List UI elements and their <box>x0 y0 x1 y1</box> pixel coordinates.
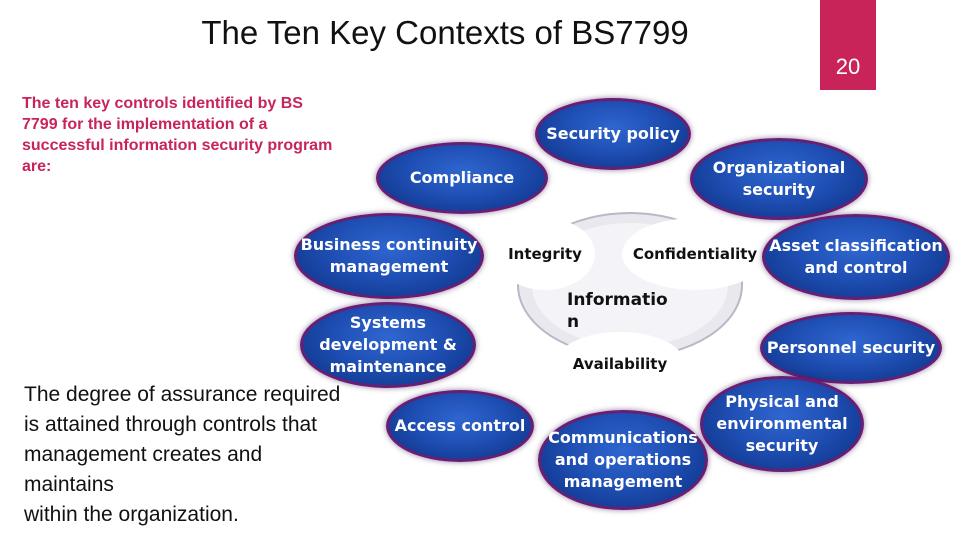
business-continuity-node: Business continuity management <box>294 213 484 299</box>
summary-line: within the organization. <box>24 503 239 526</box>
page-number: 20 <box>835 54 861 79</box>
summary-line: maintains <box>24 473 114 496</box>
confidentiality-label: Confidentiality <box>632 245 758 263</box>
availability-petal: Availability <box>555 332 685 396</box>
security-policy-node: Security policy <box>535 98 691 170</box>
summary-line: management creates and <box>24 443 263 466</box>
organizational-security-node: Organizational security <box>690 138 868 220</box>
access-control-node: Access control <box>386 390 534 462</box>
slide-title: The Ten Key Contexts of BS7799 <box>201 14 689 51</box>
information-label: Informatio n <box>567 290 668 332</box>
systems-development-node: Systems development & maintenance <box>300 302 476 388</box>
physical-environmental-node: Physical and environmental security <box>700 376 864 472</box>
integrity-label: Integrity <box>508 245 582 263</box>
asset-classification-node: Asset classification and control <box>762 214 950 300</box>
summary-line: is attained through controls that <box>24 413 318 436</box>
summary-text: The degree of assurance required is atta… <box>24 380 444 530</box>
availability-label: Availability <box>572 355 668 373</box>
intro-text: The ten key controls identified by BS 77… <box>22 95 333 175</box>
compliance-node: Compliance <box>376 142 548 214</box>
integrity-petal: Integrity <box>495 218 595 290</box>
confidentiality-petal: Confidentiality <box>622 218 768 290</box>
summary-line: The degree of assurance required <box>24 383 341 406</box>
personnel-security-node: Personnel security <box>760 312 942 384</box>
communications-operations-node: Communications and operations management <box>538 410 708 510</box>
page-number-box: 20 <box>820 0 876 90</box>
